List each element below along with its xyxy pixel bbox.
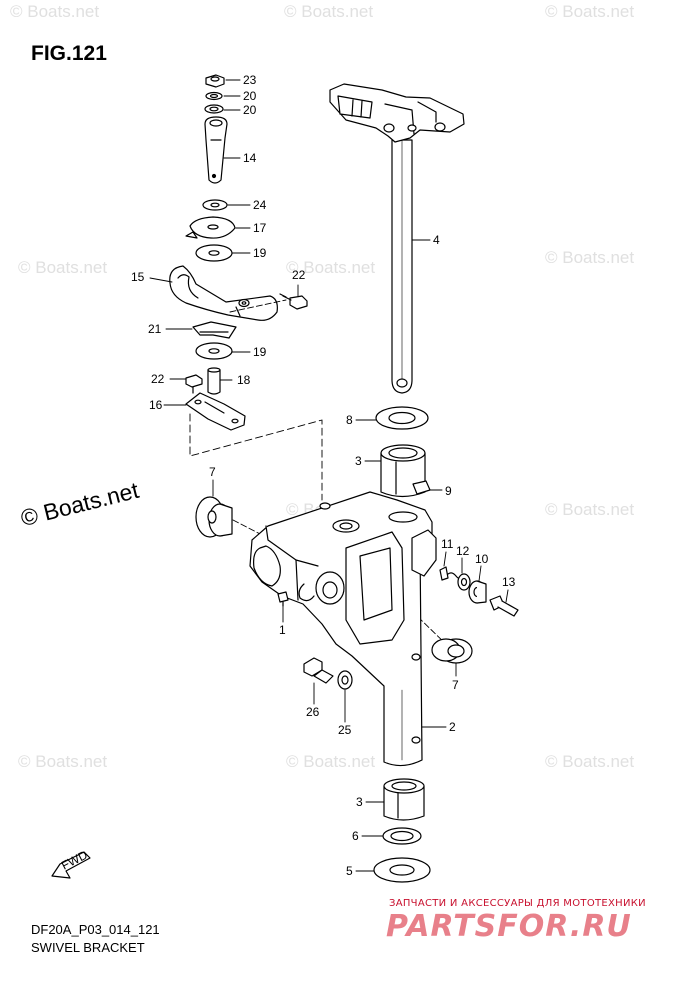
swivel-bracket-2 (249, 491, 437, 767)
bolt-26 (303, 657, 334, 684)
washer-20-b (204, 104, 224, 114)
callout-9: 9 (445, 484, 452, 498)
watermark: © Boats.net (10, 2, 100, 21)
callout-3: 3 (355, 454, 362, 468)
bushing-7-left (195, 496, 233, 538)
callout-3: 3 (356, 795, 363, 809)
fwd-arrow-icon (51, 851, 91, 879)
watermark: © Boats.net (18, 752, 108, 771)
plate-16 (185, 392, 246, 431)
washer-24 (202, 199, 228, 211)
callout-2: 2 (449, 720, 456, 734)
callout-20: 20 (243, 89, 257, 103)
callout-7: 7 (452, 678, 459, 692)
figure-name: SWIVEL BRACKET (31, 940, 145, 955)
callout-20: 20 (243, 103, 257, 117)
watermark: © Boats.net (545, 752, 635, 771)
callout-14: 14 (243, 151, 257, 165)
shop-logo: PARTSFOR.RU (386, 909, 632, 944)
callout-8: 8 (346, 413, 353, 427)
callout-22: 22 (151, 372, 165, 386)
watermark: © Boats.net (284, 2, 374, 21)
callout-21: 21 (148, 322, 162, 336)
callout-22: 22 (292, 268, 306, 282)
washer-6 (382, 827, 422, 845)
washer-19-a (195, 244, 233, 262)
leader-lines (149, 79, 509, 872)
steering-shaft-4 (329, 83, 465, 394)
bushing-10 (468, 580, 487, 604)
shop-tagline: ЗАПЧАСТИ И АКСЕССУАРЫ ДЛЯ МОТОТЕХНИКИ (389, 898, 646, 909)
pin-18 (207, 367, 221, 395)
bushing-3-lower (383, 778, 425, 821)
figure-title: FIG.121 (31, 42, 107, 65)
callout-1: 1 (279, 623, 286, 637)
callout-19: 19 (253, 246, 267, 260)
bushing-7-right (431, 638, 473, 664)
callout-15: 15 (131, 270, 145, 284)
washer-20-a (205, 91, 223, 101)
watermark: © Boats.net (18, 258, 108, 277)
washer-8 (375, 406, 429, 430)
bracket-21 (192, 321, 237, 339)
watermark: © Boats.net (286, 752, 376, 771)
callout-13: 13 (502, 575, 516, 589)
callout-5: 5 (346, 864, 353, 878)
washer-19-b (195, 342, 233, 360)
callout-16: 16 (149, 398, 163, 412)
callout-4: 4 (433, 233, 440, 247)
callout-24: 24 (253, 198, 267, 212)
callout-12: 12 (456, 544, 470, 558)
watermark: © Boats.net (545, 500, 635, 519)
bolt-13 (489, 595, 519, 617)
watermark: © Boats.net (545, 2, 635, 21)
callout-labels: 23 20 20 14 24 17 19 15 22 21 19 22 18 1… (131, 73, 516, 878)
nut-23 (205, 74, 225, 88)
watermark: © Boats.net (545, 248, 635, 267)
callout-11: 11 (441, 537, 454, 551)
bolt-22-a (279, 293, 308, 310)
callout-17: 17 (253, 221, 267, 235)
lever-15 (169, 265, 278, 321)
callout-18: 18 (237, 373, 251, 387)
callout-6: 6 (352, 829, 359, 843)
callout-7: 7 (209, 465, 216, 479)
washer-12 (457, 573, 471, 591)
watermark: © Boats.net (286, 258, 376, 277)
callout-19: 19 (253, 345, 267, 359)
collar-25 (337, 670, 353, 690)
bolt-22-b (185, 374, 203, 394)
figure-code: DF20A_P03_014_121 (31, 922, 160, 937)
callout-26: 26 (306, 705, 320, 719)
callout-23: 23 (243, 73, 257, 87)
callout-10: 10 (475, 552, 489, 566)
stopper-bolt-14 (204, 116, 228, 184)
washer-5 (373, 857, 431, 883)
callout-25: 25 (338, 723, 352, 737)
plate-17 (185, 216, 236, 239)
grease-nipple-1 (277, 591, 289, 607)
fwd-label: FWD (59, 848, 90, 873)
